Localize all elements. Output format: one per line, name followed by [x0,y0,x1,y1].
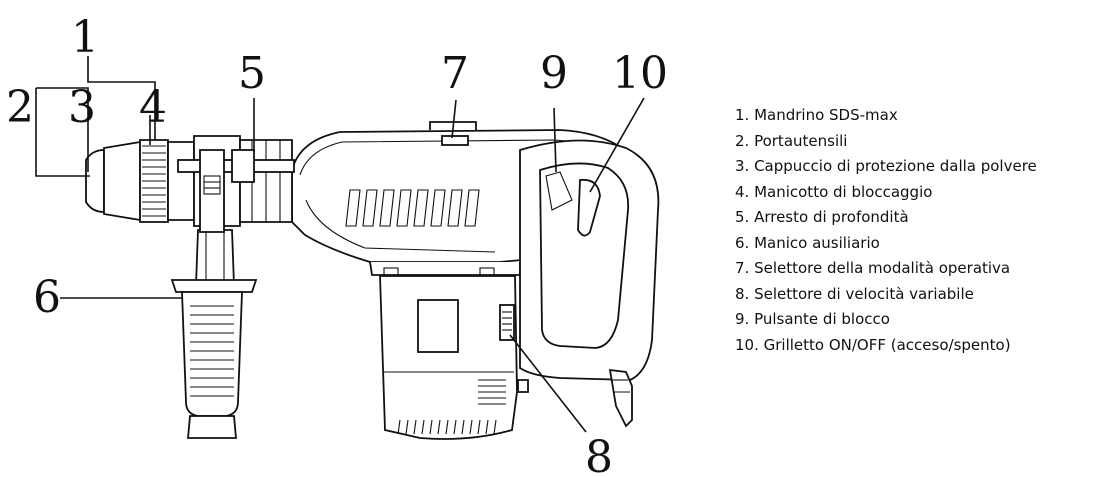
legend-item-10: 10. Grilletto ON/OFF (acceso/spento) [735,335,1011,354]
callout-number-2: 2 [6,82,34,133]
legend-item-5: 5. Arresto di profondità [735,208,909,226]
legend-item-9: 9. Pulsante di blocco [735,310,890,328]
callout-number-3: 3 [68,82,96,133]
legend-item-2: 2. Portautensili [735,131,848,150]
callout-number-5: 5 [238,48,266,99]
callout-number-8: 8 [585,432,613,477]
callout-number-9: 9 [540,48,568,99]
parts-legend: 1. Mandrino SDS-max 2. Portautensili 3. … [735,103,1090,358]
callout-number-7: 7 [441,48,469,99]
callout-number-4: 4 [139,82,167,133]
motor-housing-drawing [379,275,529,440]
legend-item-8: 8. Selettore di velocità variabile [735,284,974,303]
hammer-drill-illustration: 1 2 3 4 5 6 7 8 9 10 [6,12,668,477]
callout-number-1: 1 [71,12,99,63]
rear-handle-drawing [519,139,660,428]
legend-item-7: 7. Selettore della modalità operativa [735,259,1011,277]
legend-item-3: 3. Cappuccio di protezione dalla polvere [735,157,1037,175]
legend-item-1: 1. Mandrino SDS-max [735,106,898,124]
callout-number-6: 6 [33,272,61,323]
legend-item-6: 6. Manico ausiliario [735,233,880,252]
legend-item-4: 4. Manicotto di bloccaggio [735,182,933,201]
leader-lines [35,56,645,433]
callout-number-10: 10 [612,48,668,99]
auxiliary-handle-drawing [170,229,258,439]
chuck-assembly-drawing [85,135,295,233]
